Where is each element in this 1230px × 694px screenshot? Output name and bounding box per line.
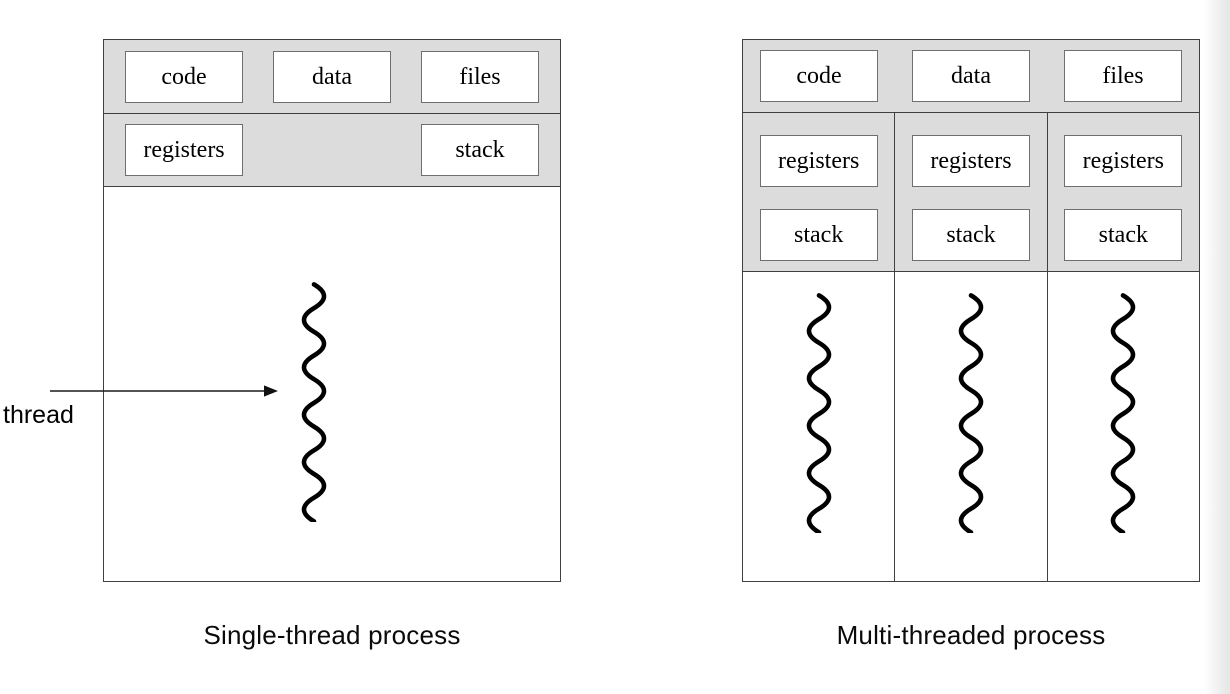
code-box: code (125, 50, 243, 103)
stack-box: stack (911, 208, 1030, 261)
right-memory-cell: files (1047, 40, 1199, 112)
registers-box: registers (125, 124, 243, 176)
files-box: files (421, 50, 539, 103)
thread-column-3-registers: registers stack (1048, 113, 1199, 271)
code-box: code (760, 50, 878, 102)
thread-column-1 (743, 272, 896, 581)
thread-column-3 (1048, 272, 1199, 581)
right-memory-cell: code (743, 40, 895, 112)
stack-box: stack (421, 124, 539, 176)
thread-squiggle-icon (1111, 293, 1136, 533)
registers-box: registers (759, 134, 878, 187)
registers-box: registers (911, 134, 1030, 187)
thread-column-2 (895, 272, 1048, 581)
left-memory-band: code data files (104, 40, 560, 114)
thread-squiggle-icon (806, 293, 831, 533)
thread-label: thread (3, 401, 74, 429)
single-thread-process-diagram: code data files registers stack (103, 39, 561, 582)
thread-squiggle-icon (958, 293, 984, 533)
files-box: files (1064, 50, 1182, 102)
page-edge-strip (1204, 0, 1230, 694)
thread-arrow-icon (50, 385, 278, 397)
right-memory-band: code data files (743, 40, 1199, 113)
left-register-band: registers stack (104, 114, 560, 187)
right-register-band: registers stack registers stack register… (743, 113, 1199, 272)
right-thread-area (743, 272, 1199, 581)
stack-box: stack (759, 208, 878, 261)
multi-threaded-process-diagram: code data files registers stack register… (742, 39, 1200, 582)
thread-column-2-registers: registers stack (895, 113, 1048, 271)
data-box: data (912, 50, 1030, 102)
right-memory-cell: data (895, 40, 1047, 112)
thread-column-1-registers: registers stack (743, 113, 896, 271)
caption-single-thread-process: Single-thread process (203, 620, 461, 650)
left-thread-area (104, 187, 560, 581)
caption-multi-threaded-process: Multi-threaded process (836, 620, 1106, 650)
stack-box: stack (1064, 208, 1183, 261)
registers-box: registers (1064, 134, 1183, 187)
data-box: data (273, 50, 391, 103)
thread-squiggle-icon (301, 282, 327, 522)
